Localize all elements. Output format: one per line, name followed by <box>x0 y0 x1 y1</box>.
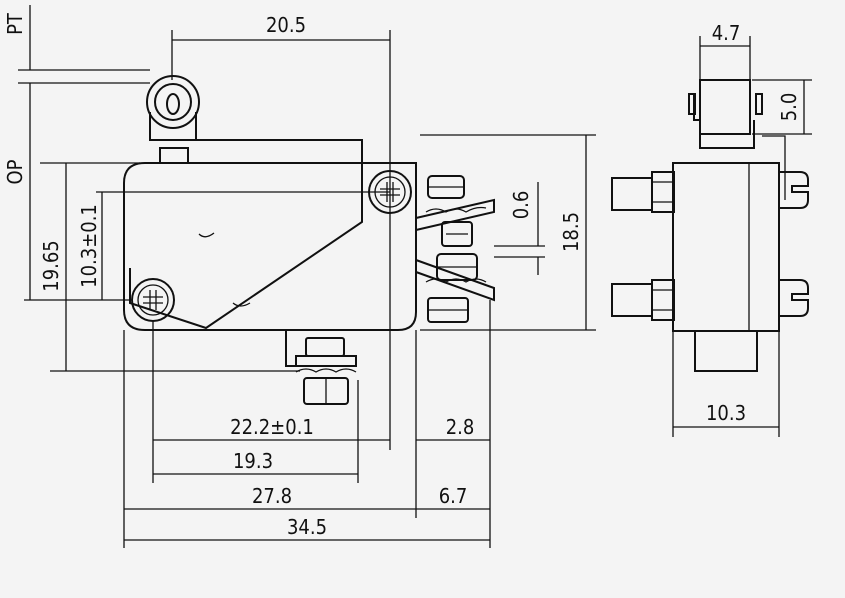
dimension-lines <box>29 5 587 541</box>
plunger <box>159 147 189 164</box>
dim-body-height: 18.5 <box>559 212 583 252</box>
side-roller <box>699 79 751 135</box>
side-pin-upper <box>611 171 675 213</box>
dim-lever-length: 20.5 <box>266 13 306 37</box>
dim-op: OP <box>3 159 27 184</box>
mounting-hole-lower <box>131 278 175 322</box>
terminal-lower <box>415 253 495 323</box>
side-bottom-block <box>694 330 758 372</box>
dim-body-width: 10.3 <box>706 401 746 425</box>
roller <box>146 75 200 129</box>
side-view: 4.7 5.0 10.3 <box>611 21 812 437</box>
dim-terminal-gap: 0.6 <box>509 191 533 220</box>
side-dimension-lines <box>672 36 812 437</box>
actuator-lever <box>129 139 363 330</box>
dim-pt: PT <box>3 12 27 35</box>
extension-lines <box>18 30 596 548</box>
dim-terminal-offset: 2.8 <box>446 415 475 439</box>
dim-roller-width: 4.7 <box>712 21 741 45</box>
dim-op-height: 19.65 <box>39 240 63 292</box>
terminal-upper <box>415 175 495 247</box>
side-pin-lower <box>611 279 675 321</box>
dim-overall-length: 34.5 <box>287 515 327 539</box>
dim-hole-to-terminal: 19.3 <box>233 449 273 473</box>
dim-terminal-extension: 6.7 <box>439 484 468 508</box>
dim-roller-height: 5.0 <box>777 93 801 122</box>
switch-body <box>123 162 417 331</box>
front-view: 20.5 PT OP 19.65 10.3±0.1 0.6 18.5 22.2±… <box>3 5 596 548</box>
dim-body-length: 27.8 <box>252 484 292 508</box>
side-body <box>672 162 780 332</box>
terminal-bottom <box>285 330 357 405</box>
dim-hole-to-pin: 22.2±0.1 <box>230 415 314 439</box>
dim-pin-spacing: 10.3±0.1 <box>77 204 101 288</box>
